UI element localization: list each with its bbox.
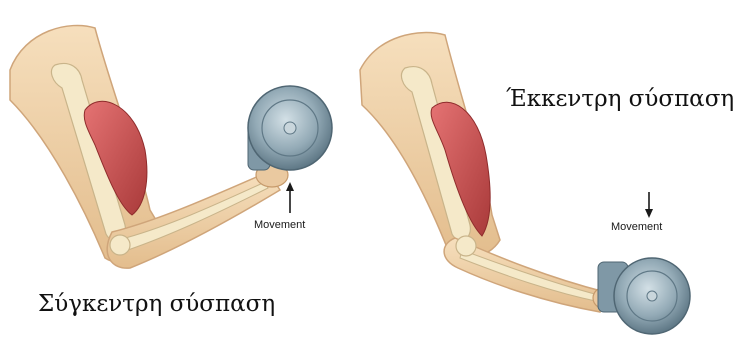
right-movement-arrow-down [645,192,653,218]
left-arm-illustration [10,25,332,268]
right-dumbbell [598,258,690,334]
right-elbow-joint [456,236,476,256]
right-movement-label: Movement [611,222,662,233]
right-arm-illustration [360,33,690,334]
left-movement-arrow-up [286,182,294,213]
left-movement-label: Movement [254,220,305,231]
left-dumbbell [248,86,332,170]
eccentric-contraction-caption: Έκκεντρη σύσπαση [506,88,734,111]
concentric-contraction-caption: Σύγκεντρη σύσπαση [38,293,275,316]
left-elbow-joint [110,235,130,255]
